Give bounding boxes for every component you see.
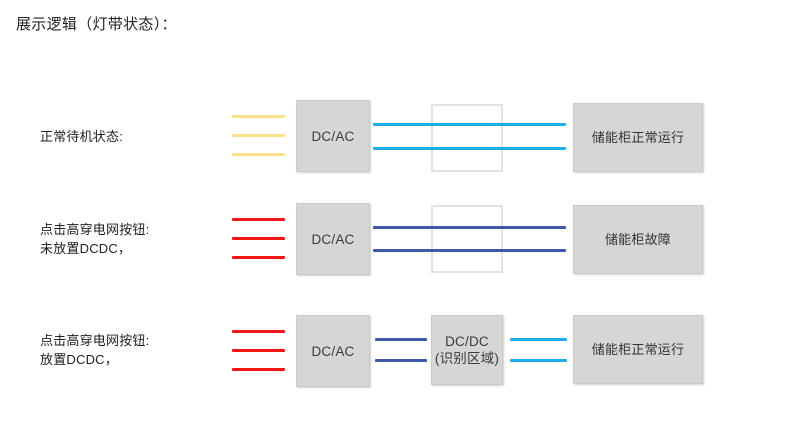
status-box-2[interactable]: 储能柜故障 bbox=[573, 205, 703, 274]
status-box-1[interactable]: 储能柜正常运行 bbox=[573, 103, 703, 172]
mid-strip-3-1 bbox=[375, 338, 427, 341]
output-strip-1-1 bbox=[373, 123, 566, 126]
row-label-2: 点击高穿电网按钮: 未放置DCDC， bbox=[40, 222, 150, 256]
row-label-3: 点击高穿电网按钮: 放置DCDC， bbox=[40, 333, 150, 367]
input-strip-1-2 bbox=[232, 134, 285, 137]
mid-strip-3-2 bbox=[375, 359, 427, 362]
input-strip-2-3 bbox=[232, 256, 285, 259]
output-strip-3-2 bbox=[510, 359, 567, 362]
converter-box-2[interactable]: DC/AC bbox=[296, 203, 370, 275]
row-label-1: 正常待机状态: bbox=[40, 129, 124, 144]
output-strip-3-1 bbox=[510, 338, 567, 341]
input-strip-3-3 bbox=[232, 368, 285, 371]
output-strip-1-2 bbox=[373, 147, 566, 150]
recognition-area-box-1[interactable] bbox=[431, 104, 503, 172]
recognition-area-box-2[interactable] bbox=[431, 205, 503, 273]
input-strip-2-1 bbox=[232, 218, 285, 221]
input-strip-1-3 bbox=[232, 153, 285, 156]
converter-box-1[interactable]: DC/AC bbox=[296, 100, 370, 172]
output-strip-2-1 bbox=[373, 226, 566, 229]
input-strip-3-1 bbox=[232, 330, 285, 333]
status-box-3[interactable]: 储能柜正常运行 bbox=[573, 315, 703, 384]
output-strip-2-2 bbox=[373, 249, 566, 252]
input-strip-1-1 bbox=[232, 115, 285, 118]
converter-box-3[interactable]: DC/AC bbox=[296, 315, 370, 387]
page-title: 展示逻辑（灯带状态）： bbox=[16, 16, 177, 33]
input-strip-3-2 bbox=[232, 349, 285, 352]
input-strip-2-2 bbox=[232, 237, 285, 240]
recognition-area-box-3[interactable]: DC/DC (识别区域) bbox=[431, 315, 503, 385]
